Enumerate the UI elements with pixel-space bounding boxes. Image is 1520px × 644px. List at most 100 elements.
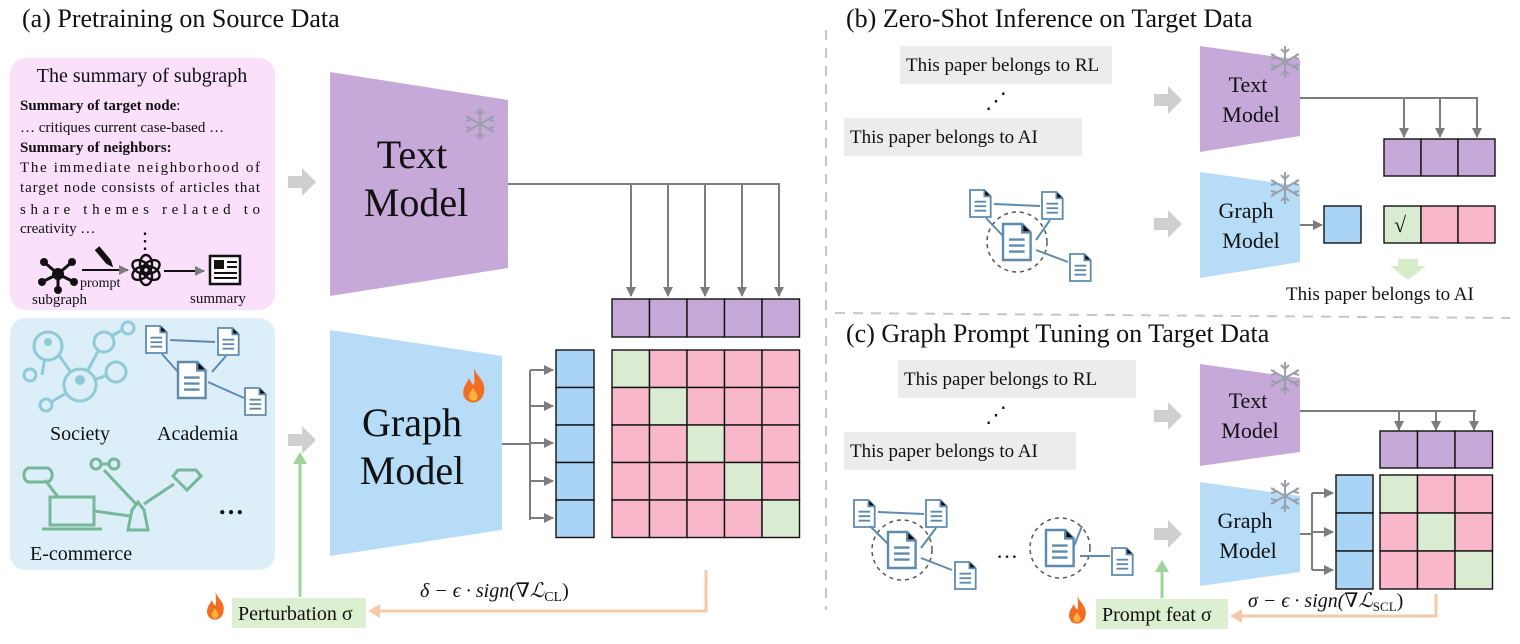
- matrix-cell-a-2-5: [761, 386, 801, 426]
- matrix-cell-a-5-1: [611, 499, 651, 539]
- prompt-b-bottom: This paper belongs to AI: [850, 127, 1038, 148]
- summary-neighbors-line-1: The immediate neighborhood of: [20, 160, 260, 176]
- summary-box: [10, 58, 275, 310]
- text-model-b-line-1: Text: [1229, 72, 1268, 97]
- prompt-to-text-arrow-c: [1154, 402, 1182, 430]
- graph-model-c-line-2: Model: [1219, 538, 1276, 563]
- panel-c-title: (c) Graph Prompt Tuning on Target Data: [846, 319, 1270, 348]
- matrix-cell-c-2-2: [1416, 512, 1456, 552]
- matrix-cell-c-2-3: [1454, 512, 1494, 552]
- matrix-cell-a-5-4: [723, 499, 763, 539]
- prompt-c-top: This paper belongs to RL: [904, 369, 1097, 390]
- matrix-cell-a-4-3: [686, 461, 726, 501]
- graph-embedding-cell-a-5: [555, 499, 595, 539]
- graph-embedding-b: [1323, 205, 1362, 244]
- text-embedding-cell-a-1: [611, 298, 651, 338]
- check-mark: √: [1394, 212, 1407, 237]
- result-down-arrow: [1390, 259, 1426, 280]
- panel-b-title: (b) Zero-Shot Inference on Target Data: [846, 4, 1253, 33]
- matrix-cell-c-3-3: [1454, 550, 1494, 590]
- panel-a-title: (a) Pretraining on Source Data: [22, 4, 340, 33]
- update-formula-a: δ − ϵ · sign(∇ℒCL): [420, 580, 569, 605]
- graph-embedding-column-c: [1335, 474, 1374, 590]
- graph-embedding-cell-a-3: [555, 424, 595, 464]
- prompt-feat-flame-icon: [1069, 596, 1086, 624]
- perturbation-label: Perturbation σ: [238, 603, 353, 625]
- ecommerce-icons: [22, 457, 204, 532]
- prompt-b-top: This paper belongs to RL: [906, 55, 1099, 76]
- score-cell-b-3: [1457, 205, 1496, 244]
- graph-embedding-cell-c-1: [1335, 474, 1374, 514]
- graph-to-model-arrow-b: [1154, 210, 1182, 238]
- matrix-cell-c-3-1: [1379, 550, 1419, 590]
- graph-model-a-line-1: Graph: [362, 400, 462, 445]
- matrix-cell-a-4-2: [648, 461, 688, 501]
- graph-embedding-cell-c-3: [1335, 550, 1374, 590]
- update-formula-c: σ − ϵ · sign(∇ℒSCL): [1248, 590, 1403, 614]
- graph-ellipsis-c: …: [996, 538, 1018, 563]
- text-model-a-line-1: Text: [377, 132, 448, 177]
- academia-docs-icon: [145, 325, 267, 416]
- graph-branch-line-a: [502, 370, 531, 520]
- source-to-graph-arrow: [288, 426, 316, 454]
- matrix-cell-a-3-3: [686, 424, 726, 464]
- vertical-dots: ⋮: [134, 228, 156, 253]
- graph-embedding-cell-a-1: [555, 349, 595, 389]
- text-embedding-cell-a-2: [648, 298, 688, 338]
- matrix-cell-a-2-1: [611, 386, 651, 426]
- graph-model-a-line-2: Model: [360, 448, 464, 493]
- matrix-cell-a-2-3: [686, 386, 726, 426]
- prompt-box-c-top: [898, 360, 1136, 398]
- text-embedding-row-a: [611, 298, 801, 338]
- prompt-b-dots: ⋰: [985, 88, 1007, 113]
- text-model-b: [1200, 46, 1300, 152]
- panel-a: (a) Pretraining on Source Data The summa…: [10, 4, 801, 628]
- target-graph-c-2: [1029, 517, 1134, 579]
- matrix-cell-a-1-2: [648, 349, 688, 389]
- feedback-arrow-a-head: [368, 604, 380, 618]
- text-embedding-cell-a-3: [686, 298, 726, 338]
- graph-model-c-line-1: Graph: [1218, 508, 1273, 533]
- text-embedding-cell-a-5: [761, 298, 801, 338]
- text-model-a: [330, 72, 508, 296]
- ecommerce-label: E-commerce: [30, 543, 132, 565]
- text-model-a-line-2: Model: [364, 180, 468, 225]
- graph-to-model-arrow-c: [1154, 520, 1182, 548]
- summary-box-title: The summary of subgraph: [37, 65, 248, 87]
- result-b: This paper belongs to AI: [1286, 284, 1474, 305]
- graph-model-c: [1200, 482, 1300, 586]
- ecommerce-ellipsis: …: [218, 491, 244, 520]
- matrix-cell-a-3-5: [761, 424, 801, 464]
- matrix-cell-a-4-5: [761, 461, 801, 501]
- text-embedding-cell-c-2: [1416, 430, 1456, 469]
- prompt-label: prompt: [80, 276, 121, 291]
- matrix-cell-c-2-1: [1379, 512, 1419, 552]
- prompt-c-bottom: This paper belongs to AI: [850, 441, 1038, 462]
- feedback-arrow-c-head: [1230, 609, 1242, 623]
- summary-neighbors-heading: Summary of neighbors:: [20, 140, 172, 156]
- text-embedding-row-c: [1379, 430, 1494, 469]
- graph-embedding-cell-a-4: [555, 461, 595, 501]
- similarity-matrix-a: [611, 349, 801, 539]
- text-model-c-line-2: Model: [1221, 418, 1278, 443]
- similarity-matrix-c: [1379, 474, 1494, 590]
- matrix-cell-a-3-2: [648, 424, 688, 464]
- graph-embedding-column-a: [555, 349, 595, 539]
- text-model-c-line-1: Text: [1229, 388, 1268, 413]
- text-embedding-cell-b-2: [1420, 138, 1459, 177]
- matrix-cell-a-1-1: [611, 349, 651, 389]
- horizontal-divider: [834, 312, 1511, 319]
- score-row-b: [1383, 205, 1496, 244]
- prompt-to-text-arrow-b: [1154, 86, 1182, 114]
- text-embedding-cell-a-4: [723, 298, 763, 338]
- graph-model-b-line-1: Graph: [1219, 198, 1274, 223]
- academia-label: Academia: [157, 423, 238, 445]
- llm-icon: [131, 253, 161, 287]
- perturbation-flame-icon: [207, 592, 224, 620]
- graph-model-b: [1200, 172, 1300, 278]
- panel-c: (c) Graph Prompt Tuning on Target Data T…: [844, 319, 1494, 629]
- matrix-cell-a-5-5: [761, 499, 801, 539]
- society-network-icon: [22, 320, 136, 413]
- summary-target-text: … critiques current case-based …: [20, 120, 224, 136]
